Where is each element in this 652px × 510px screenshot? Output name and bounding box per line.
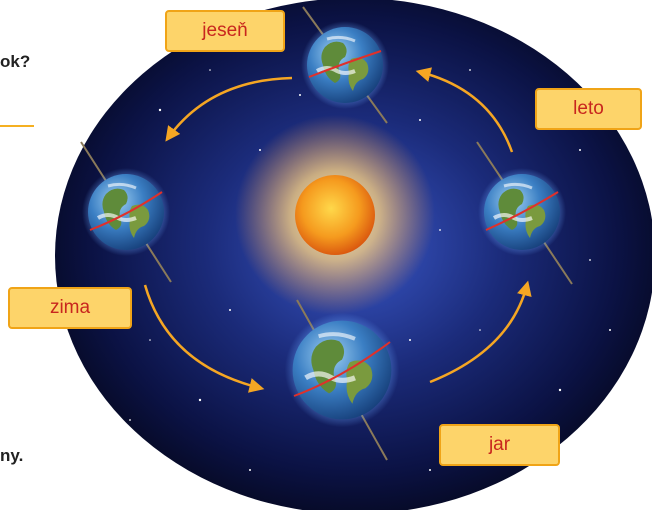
label-spring: jar xyxy=(439,424,560,466)
earth-winter xyxy=(80,141,172,283)
earth-summer xyxy=(476,141,573,285)
arrow-autumn-to-winter xyxy=(165,76,293,142)
sun xyxy=(295,175,375,255)
label-winter: zima xyxy=(8,287,132,329)
heading-fragment: ok? xyxy=(0,52,31,71)
text-fragment: ny. xyxy=(0,446,24,465)
arrow-winter-to-spring xyxy=(143,284,265,393)
label-autumn: jeseň xyxy=(165,10,285,52)
accent-rule xyxy=(0,125,34,127)
arrow-spring-to-summer xyxy=(429,280,532,384)
label-summer: leto xyxy=(535,88,642,130)
orbit-arrows xyxy=(143,67,532,393)
earth-spring xyxy=(285,299,399,461)
arrow-summer-to-autumn xyxy=(415,67,514,153)
earth-autumn xyxy=(299,6,391,124)
